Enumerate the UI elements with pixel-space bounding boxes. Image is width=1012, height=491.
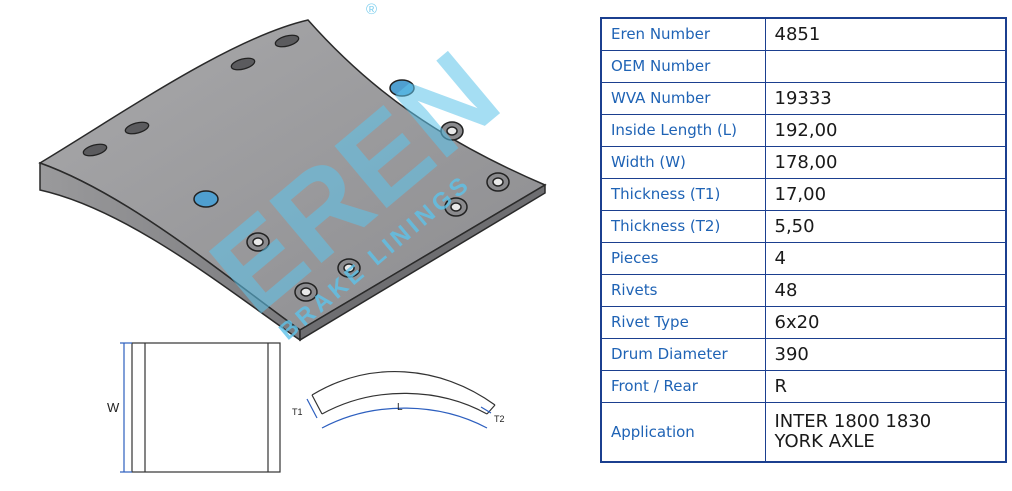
- spec-value: 5,50: [764, 209, 1007, 243]
- spec-value: 6x20: [764, 305, 1007, 339]
- spec-value-application: INTER 1800 1830 YORK AXLE: [764, 401, 1007, 463]
- spec-label: Front / Rear: [600, 369, 766, 403]
- spec-row: Rivet Type 6x20: [600, 305, 1007, 339]
- thickness1-dimension-label: T1: [292, 407, 303, 417]
- spec-label: Thickness (T2): [600, 209, 766, 243]
- width-dimension-label: W: [107, 400, 120, 415]
- spec-row: Thickness (T1) 17,00: [600, 177, 1007, 211]
- spec-label: Eren Number: [600, 17, 766, 51]
- spec-label: Rivets: [600, 273, 766, 307]
- spec-value: 192,00: [764, 113, 1007, 147]
- spec-value: 390: [764, 337, 1007, 371]
- spec-value: R: [764, 369, 1007, 403]
- svg-text:®: ®: [366, 1, 377, 18]
- spec-label: Pieces: [600, 241, 766, 275]
- spec-label: Width (W): [600, 145, 766, 179]
- lining-3d-render: [38, 19, 547, 342]
- spec-row: Rivets 48: [600, 273, 1007, 307]
- spec-row: Width (W) 178,00: [600, 145, 1007, 179]
- spec-value: 4851: [764, 17, 1007, 51]
- spec-value: 48: [764, 273, 1007, 307]
- spec-row: OEM Number: [600, 49, 1007, 83]
- spec-label: WVA Number: [600, 81, 766, 115]
- spec-row: Application INTER 1800 1830 YORK AXLE: [600, 401, 1007, 463]
- specification-table: Eren Number 4851 OEM Number WVA Number 1…: [600, 17, 1007, 463]
- application-line: YORK AXLE: [774, 430, 875, 452]
- spec-label: Inside Length (L): [600, 113, 766, 147]
- spec-row: Front / Rear R: [600, 369, 1007, 403]
- spec-row: Eren Number 4851: [600, 17, 1007, 51]
- thickness2-dimension-label: T2: [494, 414, 505, 424]
- spec-label: OEM Number: [600, 49, 766, 83]
- spec-label: Thickness (T1): [600, 177, 766, 211]
- side-view-drawing: [306, 371, 496, 429]
- spec-row: Thickness (T2) 5,50: [600, 209, 1007, 243]
- spec-value: [764, 49, 1007, 83]
- spec-label: Rivet Type: [600, 305, 766, 339]
- spec-value: 17,00: [764, 177, 1007, 211]
- application-line: INTER 1800 1830: [774, 410, 932, 432]
- spec-value: 19333: [764, 81, 1007, 115]
- spec-label: Drum Diameter: [600, 337, 766, 371]
- spec-value: 4: [764, 241, 1007, 275]
- spec-label: Application: [600, 401, 766, 463]
- length-dimension-label: L: [397, 402, 403, 413]
- spec-row: Inside Length (L) 192,00: [600, 113, 1007, 147]
- spec-row: WVA Number 19333: [600, 81, 1007, 115]
- brake-lining-illustration: EREN BRAKE LININGS ® W L T1 T2: [38, 1, 547, 473]
- front-view-drawing: [120, 342, 281, 473]
- spec-row: Pieces 4: [600, 241, 1007, 275]
- spec-value: 178,00: [764, 145, 1007, 179]
- spec-row: Drum Diameter 390: [600, 337, 1007, 371]
